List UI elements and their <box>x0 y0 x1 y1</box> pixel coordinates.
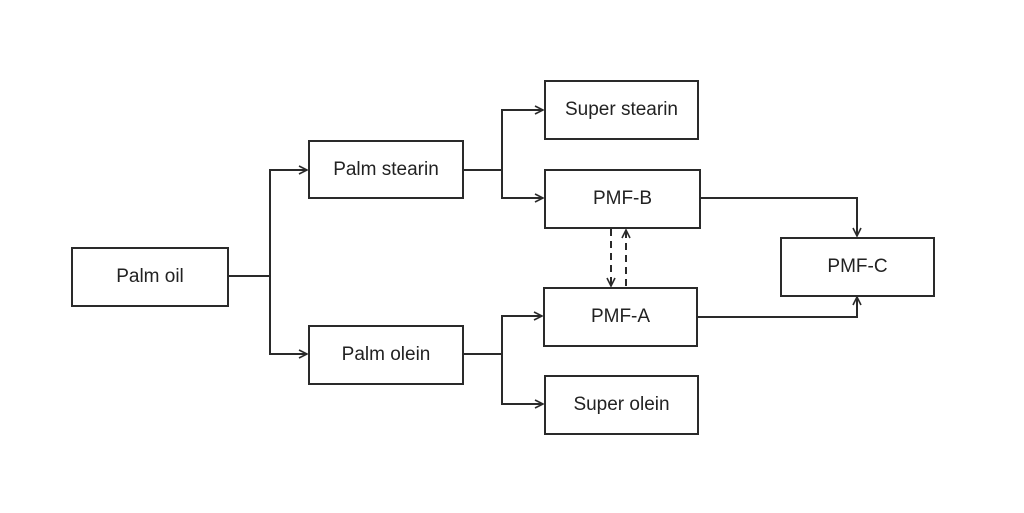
node-label: Super stearin <box>564 99 678 120</box>
edge-stearin-to-pmf-b <box>501 170 543 198</box>
edge-pmf-a-to-pmf-c <box>697 297 857 318</box>
node-label: PMF-C <box>827 256 888 277</box>
node-palm-stearin: Palm stearin <box>308 140 464 199</box>
node-label: Super olein <box>573 394 670 415</box>
node-label: PMF-B <box>592 188 653 209</box>
edge-olein-to-super-olein <box>501 354 543 404</box>
node-super-stearin: Super stearin <box>544 80 699 140</box>
node-pmf-c: PMF-C <box>780 237 935 297</box>
node-pmf-b: PMF-B <box>544 169 701 229</box>
node-pmf-a: PMF-A <box>543 287 698 347</box>
node-super-olein: Super olein <box>544 375 699 435</box>
node-palm-olein: Palm olein <box>308 325 464 385</box>
edge-olein-to-pmf-a <box>501 316 542 354</box>
edge-palm-oil-to-olein <box>269 276 307 354</box>
node-palm-oil: Palm oil <box>71 247 229 307</box>
edge-pmf-b-to-pmf-c <box>700 197 857 236</box>
node-label: Palm olein <box>341 344 431 365</box>
node-label: Palm oil <box>116 266 184 287</box>
edge-stearin-to-super-stearin <box>501 110 543 170</box>
node-label: Palm stearin <box>333 158 439 180</box>
edge-palm-oil-to-stearin <box>269 170 307 276</box>
node-label: PMF-A <box>590 306 651 327</box>
